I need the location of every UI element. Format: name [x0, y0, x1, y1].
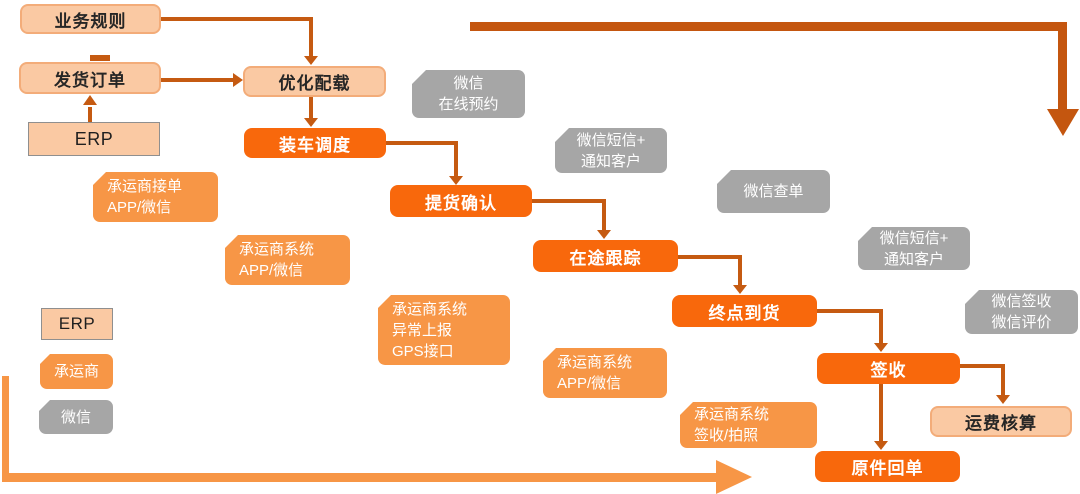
tag-wechat-sign-review: 微信签收 微信评价 [965, 290, 1078, 334]
tag-wechat-sms-notify-2: 微信短信+ 通知客户 [858, 227, 970, 270]
arrow-sign-to-receipt-head-icon [874, 441, 888, 450]
arrow-order-to-optimize-h [161, 78, 233, 82]
node-final-arrival-label: 终点到货 [708, 303, 781, 323]
node-in-transit-tracking-label: 在途跟踪 [569, 248, 642, 268]
tag-carrier-system-sign-photo: 承运商系统 签收/拍照 [680, 402, 817, 448]
legend-carrier: 承运商 [40, 354, 113, 389]
legend-wechat-label: 微信 [60, 408, 91, 426]
tag-carrier-system-exception-label: 承运商系统 异常上报 GPS接口 [392, 300, 468, 360]
arrow-sign-to-freight-head-icon [996, 395, 1010, 404]
node-in-transit-tracking: 在途跟踪 [533, 240, 678, 272]
tag-carrier-system-app-1: 承运商系统 APP/微信 [225, 235, 350, 285]
legend-erp: ERP [41, 308, 113, 340]
tag-wechat-sign-review-label: 微信签收 微信评价 [991, 293, 1052, 331]
tag-carrier-system-exception: 承运商系统 异常上报 GPS接口 [378, 295, 510, 365]
arrow-pickup-to-transit-head-icon [597, 230, 611, 239]
node-sign-off-label: 签收 [870, 361, 907, 380]
node-truck-dispatch: 装车调度 [244, 128, 386, 158]
tag-wechat-online-booking-label: 微信 在线预约 [438, 75, 499, 113]
node-optimize-loading-label: 优化配载 [278, 74, 351, 93]
arrow-optimize-to-dispatch-v [309, 97, 313, 118]
tag-carrier-accept-order: 承运商接单 APP/微信 [93, 172, 218, 222]
tag-carrier-system-sign-photo-label: 承运商系统 签收/拍照 [694, 406, 770, 444]
node-pickup-confirm: 提货确认 [390, 185, 532, 217]
arrow-dispatch-to-pickup-h [386, 141, 458, 145]
tag-wechat-sms-notify-2-label: 微信短信+ 通知客户 [879, 229, 949, 268]
node-truck-dispatch-label: 装车调度 [279, 135, 351, 155]
node-freight-settlement-label: 运费核算 [965, 414, 1037, 433]
arrow-sign-to-freight-h [960, 364, 1005, 368]
node-original-receipt-label: 原件回单 [851, 459, 924, 478]
node-optimize-loading: 优化配载 [243, 66, 386, 97]
legend-erp-label: ERP [58, 314, 96, 333]
arrow-arrival-to-sign-h [817, 309, 883, 313]
tag-carrier-system-app-1-label: 承运商系统 APP/微信 [239, 241, 315, 279]
node-pickup-confirm-label: 提货确认 [425, 193, 497, 213]
tag-wechat-sms-notify-1: 微信短信+ 通知客户 [555, 128, 667, 173]
tag-carrier-accept-order-label: 承运商接单 APP/微信 [107, 178, 183, 216]
arrow-arrival-to-sign-head-icon [874, 343, 888, 352]
arrow-pickup-to-transit-h [532, 199, 606, 203]
arrow-dispatch-to-pickup-v [454, 141, 458, 177]
node-sign-off: 签收 [817, 353, 960, 384]
tag-carrier-system-app-2: 承运商系统 APP/微信 [543, 348, 667, 398]
big-bottom-arrow-h [2, 473, 716, 482]
node-business-rules-label: 业务规则 [54, 11, 127, 31]
tag-wechat-online-booking: 微信 在线预约 [412, 70, 525, 118]
tag-wechat-sms-notify-1-label: 微信短信+ 通知客户 [576, 131, 646, 170]
node-final-arrival: 终点到货 [672, 295, 817, 327]
arrow-sign-to-receipt-v [879, 384, 883, 442]
arrow-pickup-to-transit-v [602, 199, 606, 231]
arrow-bizrules-to-optimize-h [161, 17, 313, 21]
arrow-erp-to-order-v [88, 107, 92, 122]
node-shipping-order-label: 发货订单 [54, 70, 126, 90]
legend-carrier-label: 承运商 [53, 363, 99, 380]
legend-wechat: 微信 [39, 400, 113, 434]
tag-wechat-order-query-label: 微信查单 [743, 183, 804, 200]
arrow-transit-to-arrival-head-icon [733, 285, 747, 294]
big-top-arrow-h [470, 22, 1067, 31]
arrow-transit-to-arrival-h [678, 255, 742, 259]
node-erp-label: ERP [74, 128, 114, 149]
node-erp: ERP [28, 122, 160, 156]
arrow-bizrules-to-optimize-v [309, 17, 313, 58]
arrow-order-to-optimize-head-icon [233, 73, 243, 87]
node-original-receipt: 原件回单 [815, 451, 960, 482]
big-bottom-arrow-v [2, 376, 9, 479]
arrow-erp-to-order-head-icon [83, 95, 97, 105]
tag-wechat-order-query: 微信查单 [717, 170, 830, 213]
big-top-arrow-head-icon [1047, 109, 1079, 136]
node-business-rules: 业务规则 [20, 4, 161, 34]
big-top-arrow-v [1058, 22, 1067, 110]
arrow-optimize-to-dispatch-head-icon [304, 118, 318, 127]
arrow-arrival-to-sign-v [879, 309, 883, 344]
big-bottom-arrow-head-icon [716, 460, 752, 494]
node-freight-settlement: 运费核算 [930, 406, 1072, 437]
arrow-transit-to-arrival-v [738, 255, 742, 286]
arrow-bizrules-to-optimize-head-icon [304, 56, 318, 65]
node-shipping-order: 发货订单 [19, 62, 161, 94]
arrow-sign-to-freight-v [1001, 364, 1005, 396]
arrow-stub-above-order [90, 55, 110, 61]
tag-carrier-system-app-2-label: 承运商系统 APP/微信 [557, 354, 633, 392]
arrow-dispatch-to-pickup-head-icon [449, 176, 463, 185]
